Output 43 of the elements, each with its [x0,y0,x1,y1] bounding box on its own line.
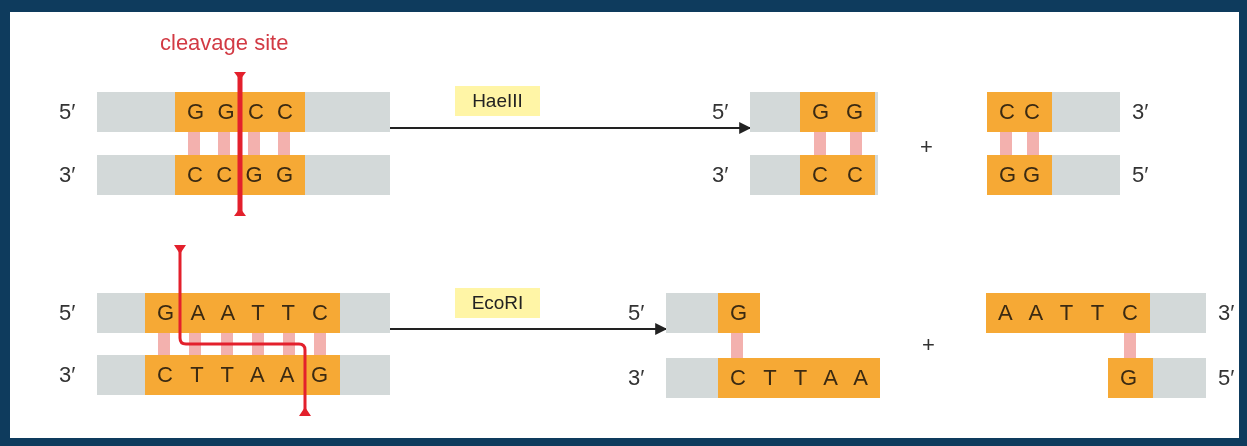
dna-strand [97,155,390,195]
cleavage-site-label: cleavage site [160,30,289,56]
strand-end-label: 3′ [59,361,76,389]
base-sequence: C T T A A [718,358,880,398]
plus-sign: + [922,332,935,358]
base-sequence: G G C C [175,92,305,132]
dna-strand [750,155,878,195]
dna-strand [750,92,878,132]
base-sequence: C C G G [175,155,305,195]
strand-end-label: 3′ [712,161,729,189]
strand-end-label: 5′ [59,98,76,126]
base-sequence: G G [800,92,875,132]
dna-strand [666,293,760,333]
strand-end-label: 5′ [59,299,76,327]
base-sequence: G [1108,358,1153,398]
strand-end-label: 5′ [712,98,729,126]
dna-strand [1108,358,1206,398]
strand-end-label: 5′ [628,299,645,327]
base-sequence: C C [987,92,1052,132]
dna-strand [987,155,1120,195]
dna-strand [97,92,390,132]
base-sequence: C T T A A G [145,355,340,395]
reaction-arrow [389,122,752,134]
dna-strand [986,293,1206,333]
strand-end-label: 3′ [1218,299,1235,327]
base-sequence: G G [987,155,1052,195]
strand-end-label: 3′ [1132,98,1149,126]
plus-sign: + [920,134,933,160]
strand-end-label: 3′ [628,364,645,392]
strand-end-label: 3′ [59,161,76,189]
dna-strand [97,355,390,395]
dna-strand [987,92,1120,132]
base-sequence: G [718,293,760,333]
base-sequence: G A A T T C [145,293,340,333]
enzyme-label: HaeIII [455,86,540,116]
base-sequence: C C [800,155,875,195]
dna-strand [666,358,880,398]
dna-strand [97,293,390,333]
strand-end-label: 5′ [1132,161,1149,189]
enzyme-label: EcoRI [455,288,540,318]
base-sequence: A A T T C [986,293,1150,333]
strand-end-label: 5′ [1218,364,1235,392]
reaction-arrow [389,323,668,335]
